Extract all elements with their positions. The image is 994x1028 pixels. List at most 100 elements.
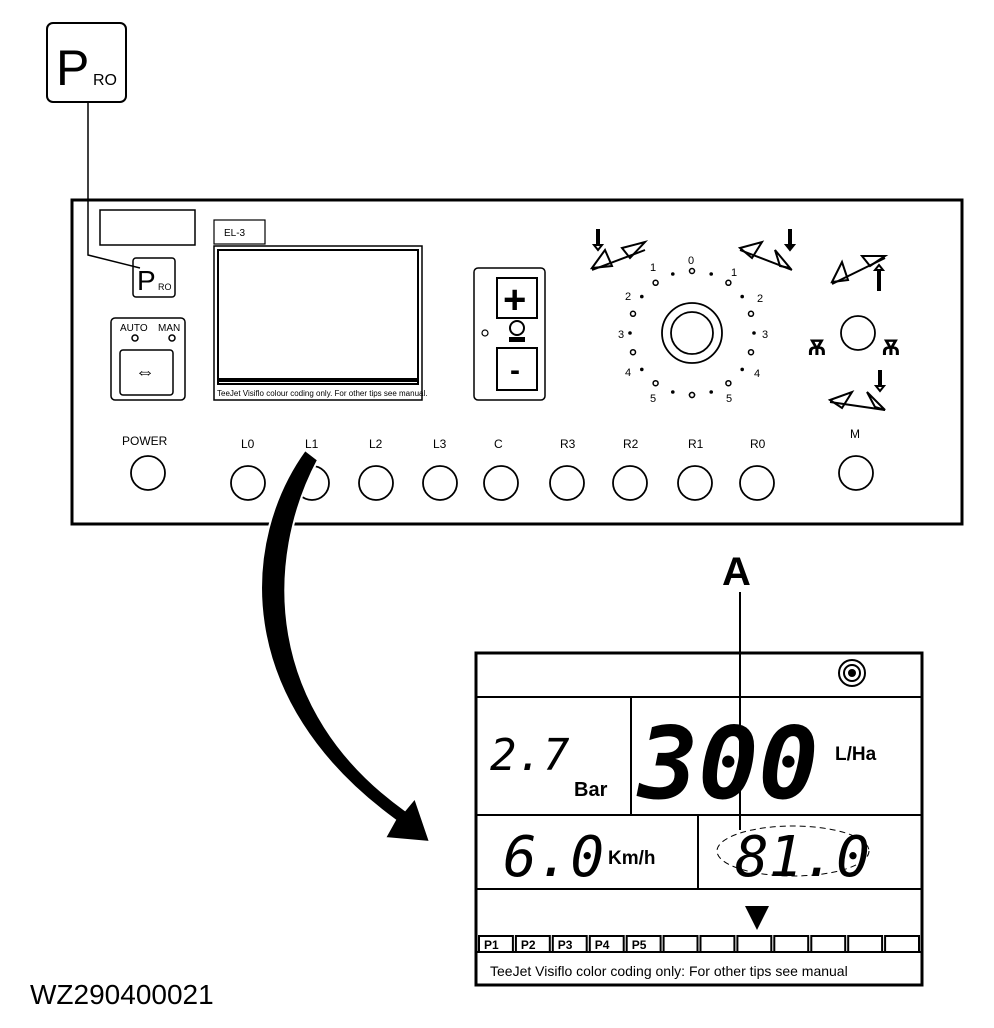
m-button[interactable] (838, 455, 874, 491)
minus-button[interactable]: - (496, 347, 538, 391)
tilt-right-icon: Ѫ (882, 335, 900, 360)
nozzle-tab-label: P5 (632, 938, 647, 952)
mini-display: EL-3 TeeJet Visiflo colour coding only. … (213, 219, 427, 401)
dial-tick (725, 279, 732, 287)
dial-right-2: 2 (757, 293, 763, 305)
section-button-r3[interactable] (549, 465, 585, 501)
pro-icon-large: P RO (46, 22, 127, 103)
nozzle-tab-label: P4 (595, 938, 610, 952)
svg-text:TeeJet Visiflo colour coding o: TeeJet Visiflo colour coding only. For o… (217, 389, 427, 398)
down-triangle-icon (745, 906, 769, 930)
dial-scale (628, 267, 756, 399)
section-button-c[interactable] (483, 465, 519, 501)
auto-man-switch[interactable]: AUTO MAN ⇔ (110, 317, 186, 401)
boom-fold-left-icon (589, 229, 649, 271)
section-button-r1[interactable] (677, 465, 713, 501)
tilt-left-icon: Ѫ (808, 335, 826, 360)
dial-tick (747, 348, 755, 356)
nozzle-tab (699, 935, 736, 953)
nozzle-tab-label: P3 (558, 938, 573, 952)
dial-right-5: 5 (726, 393, 732, 405)
zoom-arrow-icon (260, 448, 432, 844)
rate-value: 300 (636, 705, 819, 822)
svg-text:+: + (503, 278, 526, 322)
nozzle-tab (514, 935, 551, 953)
nozzle-tab-label: P1 (484, 938, 499, 952)
auto-led (131, 334, 139, 342)
svg-text:AUTO: AUTO (120, 323, 148, 334)
leader-line-pro (87, 102, 141, 269)
section-button-l2[interactable] (358, 465, 394, 501)
section-label-l0: L0 (241, 437, 255, 451)
nozzle-tab (551, 935, 588, 953)
rate-dial[interactable] (661, 302, 723, 364)
svg-text:-: - (510, 354, 520, 387)
dial-tick (688, 391, 696, 399)
nozzle-tab (625, 935, 662, 953)
section-label-r1: R1 (688, 437, 704, 451)
dial-right-3: 3 (762, 329, 768, 341)
pro-button[interactable]: P RO (132, 257, 176, 298)
dial-left-2: 2 (625, 291, 631, 303)
dial-tick (709, 272, 713, 276)
double-arrow-icon: ⇔ (135, 361, 155, 383)
nozzle-tab (884, 935, 920, 953)
dial-left-4: 4 (625, 367, 631, 379)
dial-tick (629, 348, 637, 356)
blank-label-plate (99, 209, 196, 246)
dial-tick (671, 272, 675, 276)
svg-text:RO: RO (93, 72, 117, 89)
m-label: M (850, 427, 860, 441)
dial-tick (652, 279, 659, 287)
dial-tick (628, 331, 632, 335)
dial-tick (688, 267, 696, 275)
dial-tick (740, 367, 744, 372)
dial-tick (752, 331, 756, 335)
section-button-l3[interactable] (422, 465, 458, 501)
svg-text:EL-3: EL-3 (224, 228, 246, 239)
dial-tick (640, 367, 644, 372)
nozzle-tab (588, 935, 625, 953)
dial-tick (747, 310, 755, 318)
boom-knob[interactable] (840, 315, 876, 351)
section-label-l1: L1 (305, 437, 319, 451)
dial-tick (709, 390, 713, 394)
nozzle-tab (478, 935, 514, 953)
key-icon (509, 320, 525, 342)
target-icon (838, 659, 866, 687)
nozzle-tab-label: P2 (521, 938, 536, 952)
dial-right-4: 4 (754, 368, 760, 380)
figure-id: WZ290400021 (30, 979, 214, 1010)
pressure-value: 2.7 (490, 730, 570, 781)
plus-minus-control: + - (473, 267, 546, 401)
dial-right-1: 1 (731, 267, 737, 279)
dial-tick (725, 379, 732, 387)
nozzle-tab (847, 935, 884, 953)
boom-lower-icon (827, 370, 887, 411)
section-label-l3: L3 (433, 437, 447, 451)
power-button[interactable] (130, 455, 166, 491)
nozzle-tab (773, 935, 810, 953)
dial-tick (652, 379, 659, 387)
boom-fold-right-icon (737, 229, 797, 271)
callout-label: A (722, 550, 751, 594)
svg-text:P: P (56, 40, 89, 96)
svg-text:RO: RO (158, 282, 172, 292)
power-label: POWER (122, 434, 168, 448)
dial-tick (629, 310, 637, 318)
boom-lift-icon (830, 255, 889, 291)
section-button-l0[interactable] (230, 465, 266, 501)
indicator-led (481, 329, 489, 337)
dial-left-1: 1 (650, 262, 656, 274)
nozzle-tab (662, 935, 699, 953)
svg-text:P: P (137, 265, 156, 296)
svg-text:Ѫ: Ѫ (882, 335, 900, 360)
section-button-r2[interactable] (612, 465, 648, 501)
dial-tick (671, 390, 675, 394)
plus-button[interactable]: + (496, 277, 538, 322)
highlighted-value: 81.0 (735, 825, 870, 890)
section-button-r0[interactable] (739, 465, 775, 501)
section-label-r3: R3 (560, 437, 576, 451)
